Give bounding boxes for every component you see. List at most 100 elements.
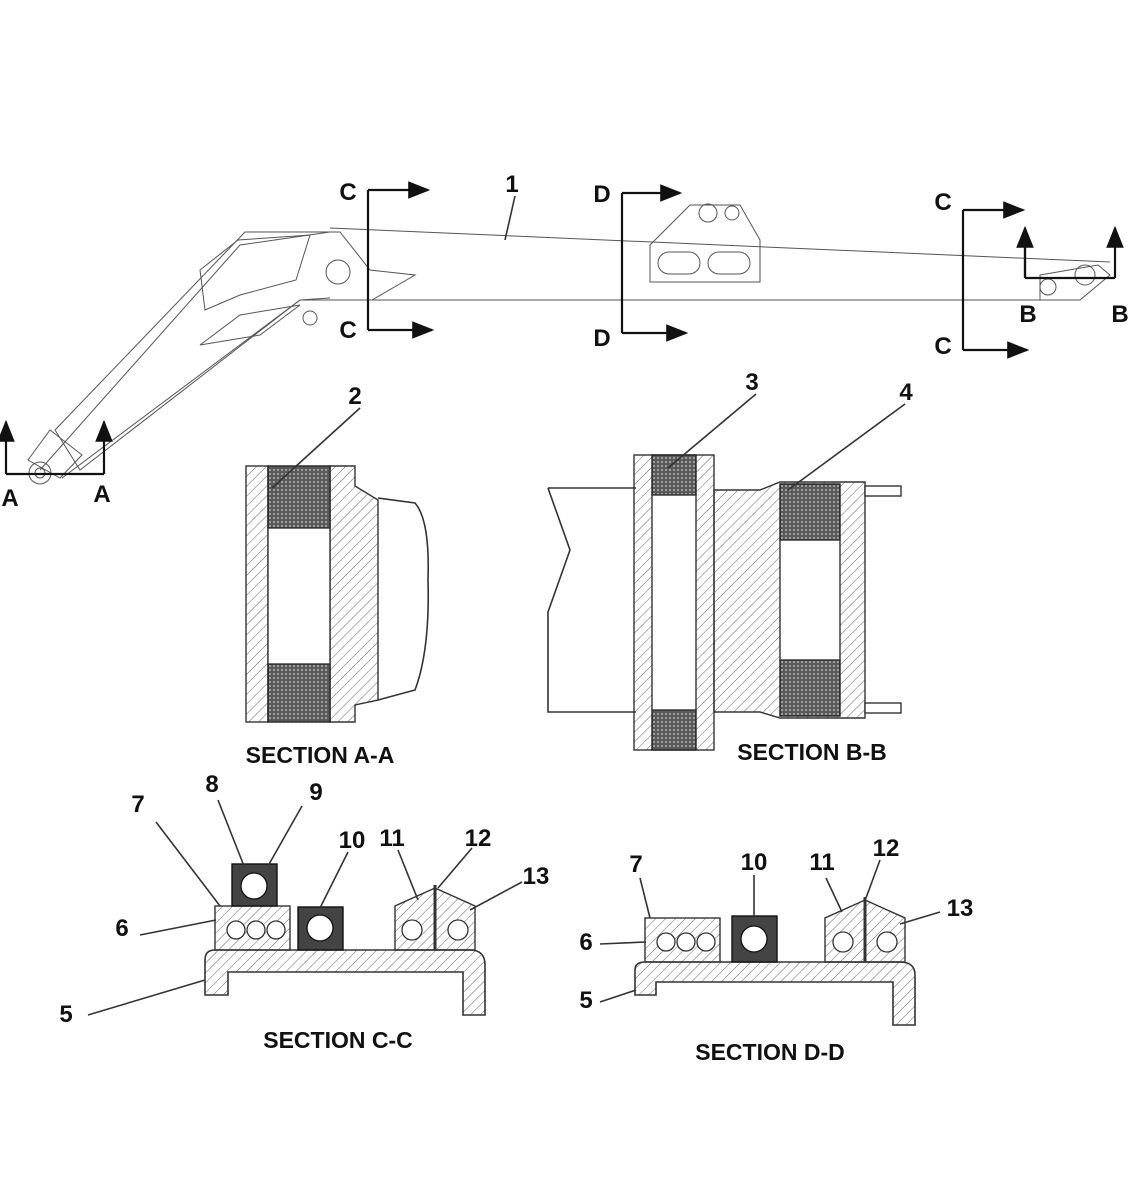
- cc-callout-11: 11: [379, 825, 404, 852]
- callout-1-leader: [504, 195, 516, 241]
- section-a-a-title: SECTION A-A: [246, 742, 395, 768]
- callout-3: 3: [745, 369, 758, 396]
- section-c-c-title: SECTION C-C: [263, 1027, 413, 1053]
- bb-link-bushing-bottom: [779, 659, 841, 717]
- callout-4-leader: [787, 403, 906, 491]
- dd-hose-c: [696, 932, 716, 952]
- boom-pivot-pin: [325, 259, 351, 285]
- cc-callout-8: 8: [205, 771, 218, 798]
- dd-hose-11a: [832, 931, 854, 953]
- bb-link-bushing-top: [779, 483, 841, 541]
- callout-9-leader: [267, 805, 303, 867]
- cc-callout-6: 6: [115, 915, 128, 942]
- section-d-d-drawing: [599, 859, 941, 1026]
- mark-b-right: B: [1111, 301, 1128, 328]
- callout-3-leader: [667, 393, 757, 469]
- cc-hose-10: [306, 914, 334, 942]
- stick-top-edge: [329, 227, 1111, 263]
- boom-elbow-outline: [54, 231, 417, 471]
- dd-channel-5: [634, 961, 916, 1026]
- dd-hose-b: [676, 932, 696, 952]
- cc-callout-12: 12: [465, 825, 492, 852]
- mark-d-bottom: D: [593, 325, 610, 352]
- bb-pin-cavity: [651, 494, 697, 711]
- dd-callout-6-leader: [599, 941, 647, 945]
- dd-callout-11: 11: [809, 849, 834, 876]
- callout-4: 4: [899, 379, 913, 406]
- cc-hose-a: [226, 920, 246, 940]
- boom-foot: [27, 429, 83, 479]
- boom-overview: [27, 195, 1111, 485]
- tip-pin-2: [1074, 264, 1096, 286]
- cc-callout-9: 9: [309, 779, 322, 806]
- callout-2-leader: [271, 407, 361, 489]
- aa-bushing-bottom: [267, 663, 331, 723]
- bracket-hole-1: [698, 203, 718, 223]
- aa-boss: [377, 497, 430, 701]
- callout-11-leader: [397, 849, 419, 901]
- callout-2: 2: [348, 383, 361, 410]
- stick-tip: [1039, 264, 1111, 301]
- tip-pin-1: [1039, 278, 1057, 296]
- callout-13-leader: [469, 881, 523, 911]
- section-b-b-drawing: [547, 393, 906, 751]
- boom-lower-arm: [39, 231, 331, 479]
- mark-a-left: A: [1, 485, 18, 512]
- aa-pin-cavity: [267, 527, 331, 665]
- cc-hose-11b: [447, 919, 469, 941]
- boom-elbow-plate: [199, 234, 311, 311]
- dd-callout-5: 5: [579, 987, 592, 1014]
- dd-callout-13-leader: [899, 911, 941, 925]
- mark-d-top: D: [593, 181, 610, 208]
- callout-8-leader: [217, 799, 245, 867]
- cc-callout-5: 5: [59, 1001, 72, 1028]
- callout-6-leader: [139, 919, 217, 936]
- cc-channel-5: [204, 949, 486, 1016]
- bb-stick-end: [547, 487, 636, 713]
- bracket-slot-2: [707, 251, 751, 275]
- bb-bushing-bottom: [651, 709, 697, 751]
- cc-callout-7: 7: [131, 791, 144, 818]
- dd-callout-10: 10: [741, 849, 768, 876]
- boom-lower-pin: [302, 310, 318, 326]
- dd-callout-6: 6: [579, 929, 592, 956]
- callout-1: 1: [505, 171, 518, 198]
- aa-bushing-top: [267, 465, 331, 529]
- cc-hose-c: [266, 920, 286, 940]
- cc-callout-10: 10: [339, 827, 366, 854]
- callout-5-leader: [87, 979, 206, 1016]
- mark-c-right-bottom: C: [934, 333, 951, 360]
- dd-callout-5-leader: [599, 989, 637, 1003]
- bracket-slot-1: [657, 251, 701, 275]
- bb-pin-end-bottom: [864, 702, 902, 714]
- dd-callout-12: 12: [873, 835, 900, 862]
- dd-callout-12-leader: [865, 859, 881, 899]
- dd-callout-7-leader: [639, 877, 651, 919]
- callout-7-leader: [155, 821, 221, 907]
- dd-hose-10: [740, 925, 768, 953]
- cc-hose-8: [240, 872, 268, 900]
- aa-left-wall: [245, 465, 269, 723]
- dd-callout-7: 7: [629, 851, 642, 878]
- mark-c-right-top: C: [934, 189, 951, 216]
- stick-bracket: [649, 204, 761, 283]
- mark-a-right: A: [93, 481, 110, 508]
- callout-10-leader: [319, 851, 349, 909]
- dd-hose-11b: [876, 931, 898, 953]
- bracket-hole-2: [724, 205, 740, 221]
- section-a-a-drawing: [245, 407, 430, 723]
- section-d-d-title: SECTION D-D: [695, 1039, 845, 1065]
- cc-hose-b: [246, 920, 266, 940]
- callout-12-leader: [437, 847, 473, 889]
- mark-c-left-bottom: C: [339, 317, 356, 344]
- bb-bushing-top: [651, 454, 697, 496]
- mark-b-left: B: [1019, 301, 1036, 328]
- cc-callout-13: 13: [523, 863, 550, 890]
- bb-link-cavity: [779, 539, 841, 661]
- dd-hose-a: [656, 932, 676, 952]
- section-b-b-title: SECTION B-B: [737, 739, 887, 765]
- boom-elbow-lower-plate: [199, 304, 301, 346]
- aa-right-wall: [329, 465, 379, 723]
